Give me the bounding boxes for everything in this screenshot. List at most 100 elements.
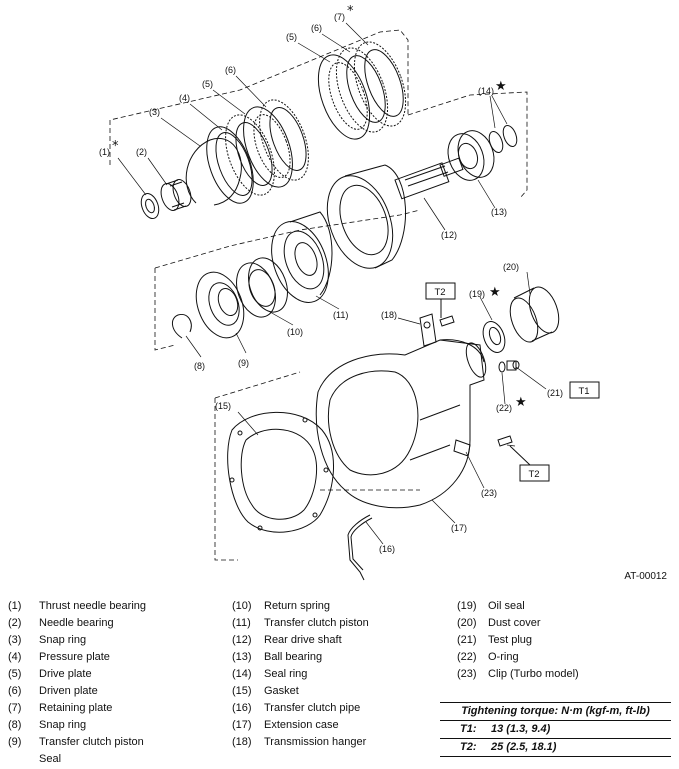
legend-item-number: (23) (457, 668, 477, 680)
callout-20: (20) (503, 262, 519, 272)
callout-21: (21) (547, 388, 563, 398)
legend-item-number: (18) (232, 736, 252, 748)
svg-text:T1: T1 (578, 386, 589, 397)
torque-table: Tightening torque: N·m (kgf-m, ft-lb) T1… (440, 702, 671, 757)
legend-item-name: Dust cover (488, 617, 541, 629)
parts-legend: (1)Thrust needle bearing(2)Needle bearin… (0, 598, 679, 768)
legend-item-name: Drive plate (39, 668, 92, 680)
legend-item-number: (5) (8, 668, 22, 680)
assembly-guide-lines (109, 29, 528, 561)
legend-item-name: Gasket (264, 685, 299, 697)
callout-5a: (5) (202, 79, 213, 89)
part-needle-bearing (160, 179, 192, 211)
callout-10: (10) (287, 327, 303, 337)
legend-item-name: Transfer clutch piston (264, 617, 369, 629)
part-pressure-plate (206, 126, 254, 204)
torque-row-t1: T1: 13 (1.3, 9.4) (440, 721, 671, 739)
callout-22: (22) (496, 403, 512, 413)
legend-item-name: Snap ring (39, 719, 87, 731)
legend-item-number: (10) (232, 600, 252, 612)
callout-16: (16) (379, 544, 395, 554)
callout-18: (18) (381, 310, 397, 320)
callout-17: (17) (451, 523, 467, 533)
legend-item-name: Rear drive shaft (264, 634, 342, 646)
legend-item-number: (19) (457, 600, 477, 612)
legend-item-name: Driven plate (39, 685, 98, 697)
legend-item-name: Oil seal (488, 600, 525, 612)
legend-item-name: Transfer clutch piston (39, 736, 144, 748)
part-extension-case (315, 339, 487, 509)
part-clutch-plates-right (317, 41, 407, 140)
legend-item-name: Needle bearing (39, 617, 114, 629)
legend-item-name: Return spring (264, 600, 331, 612)
star-14: ★ (495, 79, 507, 94)
part-seal-rings (488, 124, 518, 154)
legend-item-name: Test plug (488, 634, 533, 646)
figure-reference-code: AT-00012 (624, 571, 667, 582)
torque-row-t2: T2: 25 (2.5, 18.1) (440, 739, 671, 757)
legend-item-number: (16) (232, 702, 252, 714)
callout-6a: (6) (225, 65, 236, 75)
exploded-parts-diagram: T2 T1 T2 (1) (2) (3) (4) (5) (6) (5) (6)… (99, 4, 600, 581)
callout-6b: (6) (311, 23, 322, 33)
legend-item-name: Extension case (264, 719, 339, 731)
asterisk-7: * (347, 4, 354, 19)
part-snap-ring-8 (172, 313, 192, 339)
part-snap-ring-3 (185, 137, 242, 206)
legend-item-number: (15) (232, 685, 252, 697)
callout-15: (15) (215, 401, 231, 411)
legend-item-name: Retaining plate (39, 702, 113, 714)
callout-12: (12) (441, 230, 457, 240)
legend-item-number: (3) (8, 634, 22, 646)
callout-7: (7) (334, 12, 345, 22)
legend-item-number: (6) (8, 685, 22, 697)
callout-2: (2) (136, 147, 147, 157)
part-test-plug (498, 360, 520, 373)
part-piston-seal (195, 271, 245, 339)
torque-value: 13 (1.3, 9.4) (491, 723, 551, 735)
torque-key: T2: (460, 741, 477, 753)
legend-item-number: (1) (8, 600, 22, 612)
torque-value: 25 (2.5, 18.1) (491, 741, 557, 753)
leader-lines (117, 22, 547, 545)
torque-table-header: Tightening torque: N·m (kgf-m, ft-lb) (440, 702, 671, 721)
legend-item-number: (17) (232, 719, 252, 731)
legend-item-number: (4) (8, 651, 22, 663)
legend-item-name: Transmission hanger (264, 736, 367, 748)
callout-11: (11) (333, 310, 348, 320)
legend-item-name: Seal (39, 753, 62, 765)
legend-item-number: (2) (8, 617, 22, 629)
callout-5b: (5) (286, 32, 297, 42)
part-clip (453, 435, 513, 457)
callout-13: (13) (491, 207, 507, 217)
legend-item-number: (20) (457, 617, 477, 629)
legend-item-name: Transfer clutch pipe (264, 702, 361, 714)
callout-4: (4) (179, 93, 190, 103)
legend-item-number: (12) (232, 634, 252, 646)
legend-item-number: (13) (232, 651, 252, 663)
part-clutch-plates-left (225, 99, 309, 196)
legend-item-name: Ball bearing (264, 651, 323, 663)
legend-item-number: (14) (232, 668, 252, 680)
legend-item-number: (21) (457, 634, 477, 646)
svg-text:T2: T2 (528, 469, 539, 480)
torque-tag-t2-top: T2 (425, 282, 456, 318)
legend-item-number: (8) (8, 719, 22, 731)
legend-item-name: O-ring (488, 651, 519, 663)
torque-key: T1: (460, 723, 477, 735)
callout-3: (3) (149, 107, 160, 117)
svg-text:T2: T2 (434, 287, 445, 298)
callout-9: (9) (238, 358, 249, 368)
part-gasket (227, 411, 334, 533)
part-return-spring (236, 257, 288, 318)
star-22: ★ (515, 395, 527, 410)
callout-19: (19) (469, 289, 485, 299)
torque-tag-t2-bottom: T2 (509, 445, 550, 482)
legend-item-number: (7) (8, 702, 22, 714)
part-ball-bearing (447, 130, 495, 181)
asterisk-1: * (112, 139, 119, 154)
callout-1: (1) (99, 147, 110, 157)
part-dust-cover (509, 286, 560, 343)
part-rear-drive-shaft (326, 157, 464, 269)
legend-item-name: Snap ring (39, 634, 87, 646)
